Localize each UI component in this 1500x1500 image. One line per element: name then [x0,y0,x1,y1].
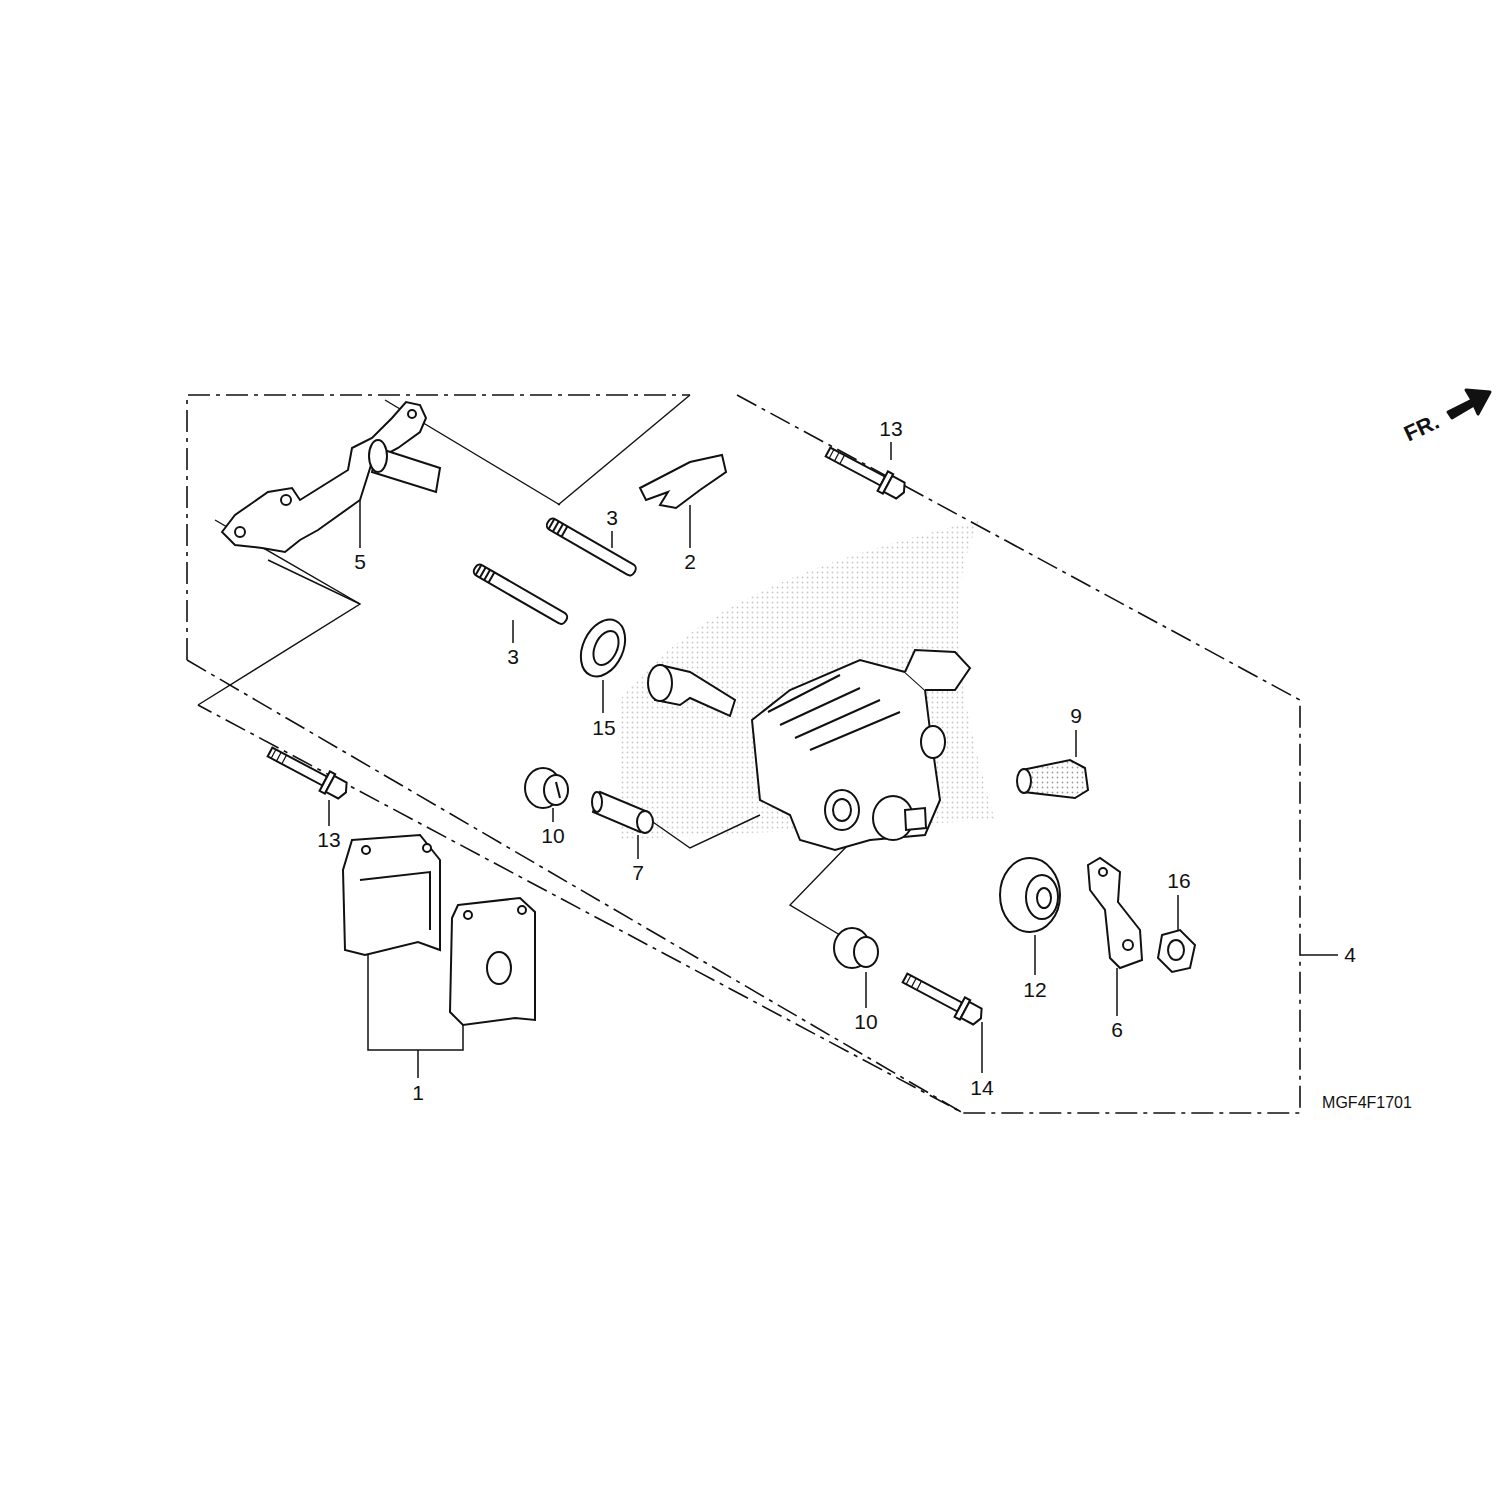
callout-number: 7 [630,861,646,884]
callout-number: 13 [315,828,342,851]
callout-number: 5 [352,550,368,573]
callout-number: 4 [1342,943,1358,966]
callout-number: 9 [1068,704,1084,727]
callout-number: 3 [604,506,620,529]
callout-number: 2 [682,550,698,573]
callout-number: 13 [877,417,904,440]
callout-number: 12 [1021,978,1048,1001]
front-indicator: FR. [1399,409,1445,448]
callout-number: 10 [852,1010,879,1033]
callout-number: 6 [1109,1018,1125,1041]
callout-number: 16 [1165,869,1192,892]
diagram-code: MGF4F1701 [1320,1094,1414,1112]
callout-number: 15 [590,716,617,739]
callout-number: 3 [505,645,521,668]
callout-number: 10 [539,824,566,847]
callout-number: 1 [410,1081,426,1104]
callout-number: 14 [968,1076,995,1099]
